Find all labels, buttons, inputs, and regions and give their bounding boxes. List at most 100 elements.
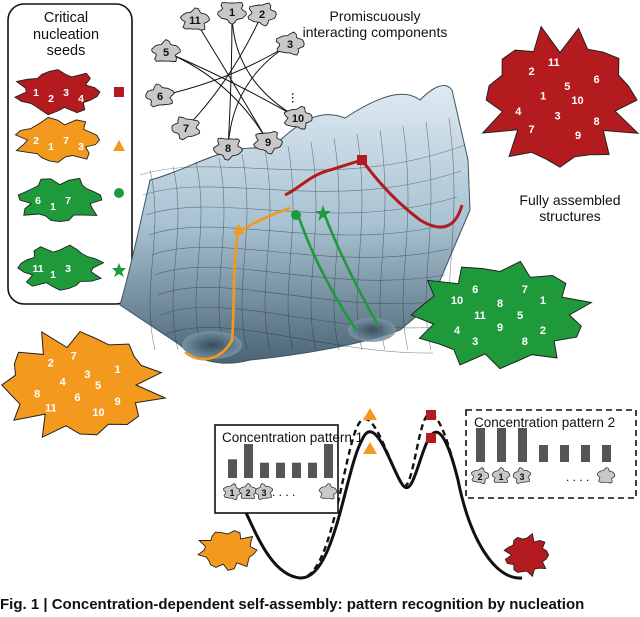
- seeds-title: Critical nucleation seeds: [32, 10, 100, 60]
- energy-landscape: [119, 85, 471, 364]
- seed-component-number: 7: [63, 135, 69, 147]
- assembled-component-number: 7: [529, 124, 535, 136]
- assembled-component-number: 11: [548, 57, 560, 69]
- interaction-edge: [194, 19, 269, 143]
- ring-component: [217, 2, 247, 25]
- pattern-1-ellipsis: . . . .: [272, 485, 295, 499]
- profile-dashed: [238, 413, 523, 580]
- profile-structure-red: [503, 532, 550, 578]
- assembled-component-number: 9: [114, 396, 120, 408]
- ring-ellipsis: ...: [289, 92, 305, 104]
- marker-circle: [114, 188, 124, 198]
- assembled-component-number: 3: [554, 110, 560, 122]
- ring-component-number: 7: [183, 123, 189, 135]
- concentration-bar: [518, 428, 527, 462]
- marker-star-landscape: [315, 205, 331, 221]
- concentration-bar: [539, 445, 548, 462]
- energy-profile: [238, 408, 523, 580]
- concentration-pattern-1-label: Concentration pattern 1: [222, 430, 364, 445]
- pattern-component-number: 2: [477, 472, 482, 482]
- assembled-component-number: 1: [540, 91, 546, 103]
- assembled-component-number: 6: [593, 74, 599, 86]
- seed-component-number: 1: [50, 201, 56, 213]
- ring-component: [247, 2, 277, 27]
- marker-star: [112, 263, 126, 277]
- concentration-pattern-2-label: Concentration pattern 2: [474, 415, 616, 430]
- seed-component-number: 1: [48, 141, 54, 153]
- assembled-component-number: 4: [60, 377, 67, 389]
- ring-component-number: 2: [259, 9, 265, 21]
- pattern-component: [318, 483, 338, 500]
- pattern-component-number: 2: [245, 488, 250, 498]
- ring-component-number: 11: [189, 15, 201, 27]
- pattern-component: [238, 482, 258, 500]
- pathway-red: [284, 158, 464, 229]
- ring-component: [179, 7, 211, 31]
- concentration-bar: [244, 444, 253, 478]
- marker-square-landscape: [357, 155, 367, 165]
- seed-shape: [17, 244, 105, 291]
- assembled-component-number: 8: [34, 388, 40, 400]
- assembled-component-number: 1: [540, 295, 546, 307]
- interaction-edge: [227, 43, 291, 149]
- seed-component-number: 2: [33, 135, 39, 147]
- seed-component-number: 3: [65, 263, 71, 275]
- assembled-component-number: 3: [84, 369, 90, 381]
- assembled-component-number: 4: [515, 106, 522, 118]
- assembled-component-number: 10: [571, 95, 583, 107]
- ring-component-number: 10: [292, 113, 304, 125]
- pattern-component-number: 3: [519, 472, 524, 482]
- ring-component: [253, 130, 284, 155]
- well-right: [348, 318, 396, 342]
- interaction-edge: [165, 51, 269, 143]
- assembled-component-number: 1: [114, 364, 120, 376]
- ring-component: [145, 83, 175, 108]
- assembled-orange: [1, 330, 168, 439]
- assembled-component-number: 6: [472, 284, 478, 296]
- pathway-green-2: [322, 212, 380, 326]
- profile-triangle-low: [363, 442, 377, 454]
- assembled-component-number: 11: [474, 310, 486, 322]
- seed-component-number: 3: [78, 141, 84, 153]
- seed-shape: [14, 116, 101, 163]
- assembled-component-number: 9: [497, 322, 503, 334]
- seed-component-number: 3: [63, 87, 69, 99]
- promiscuous-label: Promiscuously interacting components: [302, 8, 448, 41]
- ring-component-number: 5: [163, 47, 169, 59]
- assembled-component-number: 4: [454, 325, 461, 337]
- assembled-component-number: 8: [497, 298, 503, 310]
- pattern-component-number: 1: [229, 488, 234, 498]
- assembled-component-number: 10: [451, 295, 463, 307]
- pattern-component: [223, 483, 242, 501]
- assembled-component-number: 5: [95, 380, 101, 392]
- concentration-bar: [260, 462, 269, 478]
- concentration-bar: [324, 444, 333, 478]
- ring-component: [171, 116, 201, 141]
- concentration-bar: [497, 428, 506, 462]
- assembled-green: [410, 260, 593, 370]
- concentration-bar: [560, 445, 569, 462]
- pattern-component: [512, 467, 532, 485]
- assembled-component-number: 3: [472, 336, 478, 348]
- ring-component: [151, 39, 181, 62]
- ring-component-number: 3: [287, 39, 293, 51]
- pattern-component: [471, 467, 490, 485]
- assembled-component-number: 8: [522, 336, 528, 348]
- interaction-edge: [185, 13, 263, 129]
- assembled-component-number: 7: [522, 284, 528, 296]
- ring-component-number: 6: [157, 91, 163, 103]
- assembled-component-number: 6: [74, 392, 80, 404]
- assembled-component-number: 7: [71, 351, 77, 363]
- well-left: [182, 331, 242, 359]
- pattern-component: [491, 466, 511, 484]
- ring-component-number: 9: [265, 137, 271, 149]
- marker-square: [114, 87, 124, 97]
- pattern-component-number: 1: [498, 472, 503, 482]
- ring-component: [212, 137, 244, 161]
- profile-triangle-high: [363, 408, 377, 420]
- interaction-edge: [231, 11, 299, 119]
- seed-component-number: 7: [65, 195, 71, 207]
- concentration-bar: [602, 445, 611, 462]
- seed-component-number: 2: [48, 93, 54, 105]
